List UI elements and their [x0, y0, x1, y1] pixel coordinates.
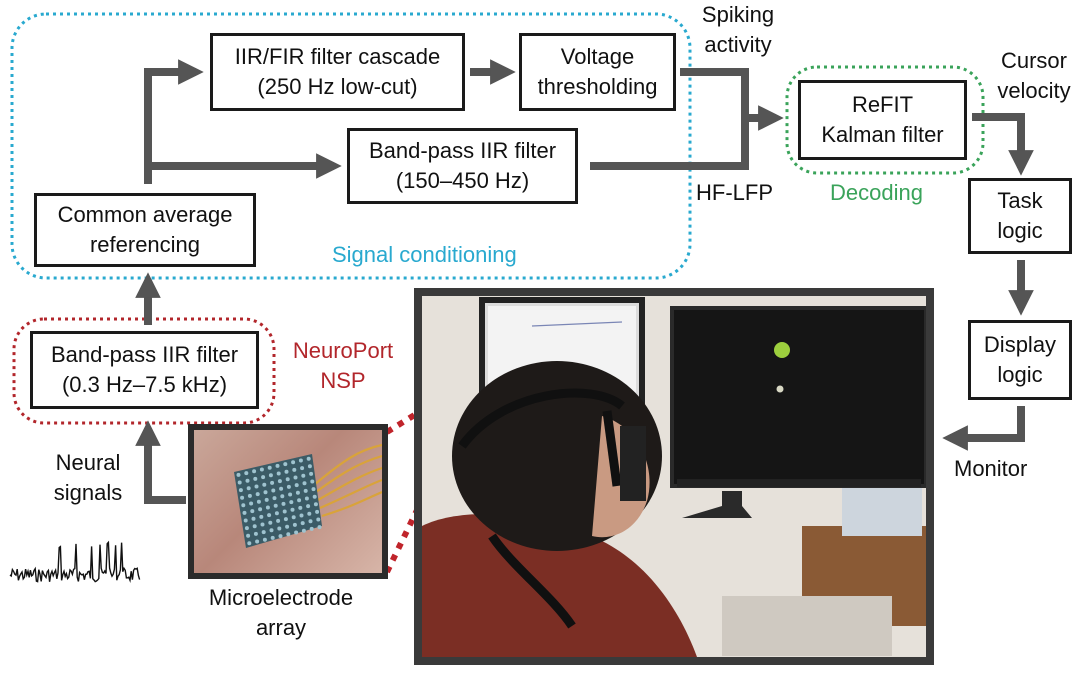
bandpass-hf-line2: (150–450 Hz): [395, 168, 530, 193]
iir-fir-cascade-block: IIR/FIR filter cascade (250 Hz low-cut): [210, 33, 465, 111]
bandpass-nsp-line1: Band-pass IIR filter: [50, 342, 239, 368]
microelectrode-array-label: Microelectrode array: [196, 583, 366, 642]
signal-conditioning-region: [10, 12, 692, 280]
signal-conditioning-label: Signal conditioning: [332, 242, 517, 267]
task-line2: logic: [997, 218, 1043, 243]
bandpass-nsp-line2: (0.3 Hz–7.5 kHz): [61, 372, 228, 397]
refit-line2: Kalman filter: [821, 122, 944, 147]
neuroport-line2: NSP: [320, 367, 366, 393]
decoding-label: Decoding: [830, 180, 923, 205]
task-line1: Task: [997, 188, 1043, 214]
bandpass-hf-line1: Band-pass IIR filter: [368, 138, 557, 164]
arrow-display-to-monitor: [942, 406, 1025, 451]
bandpass-nsp-block: Band-pass IIR filter (0.3 Hz–7.5 kHz): [30, 331, 259, 409]
hf-lfp-label: HF-LFP: [696, 180, 773, 205]
arrow-array-to-nsp: [135, 420, 186, 504]
decoding-region: [785, 65, 985, 175]
neural-line1: Neural: [55, 450, 121, 475]
display-logic-block: Display logic: [968, 320, 1072, 400]
voltage-thresholding-block: Voltage thresholding: [519, 33, 676, 111]
refit-line1: ReFIT: [851, 92, 914, 118]
voltage-line1: Voltage: [560, 44, 635, 70]
car-line1: Common average: [57, 202, 233, 228]
cursor-line2: velocity: [997, 77, 1071, 103]
microelectrode-line1: Microelectrode: [208, 585, 354, 610]
bandpass-hf-block: Band-pass IIR filter (150–450 Hz): [347, 128, 578, 204]
car-block: Common average referencing: [34, 193, 256, 267]
spiking-activity-label: Spiking activity: [688, 0, 788, 59]
neural-line2: signals: [53, 479, 123, 505]
microelectrode-line2: array: [255, 614, 307, 640]
car-line2: referencing: [89, 232, 201, 257]
neuroport-line1: NeuroPort: [292, 338, 394, 363]
neural-signal-trace: [9, 540, 141, 583]
neuroport-nsp-label: NeuroPort NSP: [282, 336, 404, 395]
display-line2: logic: [997, 362, 1043, 387]
arrow-hflfp-to-refit: [590, 118, 749, 170]
arrow-car-to-cascade: [144, 59, 204, 184]
neural-signals-label: Neural signals: [38, 448, 138, 507]
display-line1: Display: [983, 332, 1057, 358]
refit-kalman-block: ReFIT Kalman filter: [798, 80, 967, 160]
iir-fir-line1: IIR/FIR filter cascade: [234, 44, 441, 70]
cursor-velocity-label: Cursor velocity: [985, 46, 1083, 105]
microelectrode-array-photo: [188, 424, 388, 579]
cursor-line1: Cursor: [1000, 48, 1067, 73]
participant-photo: [414, 288, 934, 665]
arrow-refit-to-task: [972, 113, 1034, 176]
spiking-line2: activity: [704, 31, 772, 57]
spiking-line1: Spiking: [701, 2, 775, 27]
voltage-line2: thresholding: [537, 74, 658, 99]
iir-fir-line2: (250 Hz low-cut): [257, 74, 418, 99]
monitor-label: Monitor: [954, 456, 1028, 481]
task-logic-block: Task logic: [968, 178, 1072, 254]
arrow-spiking-to-refit: [680, 68, 784, 131]
